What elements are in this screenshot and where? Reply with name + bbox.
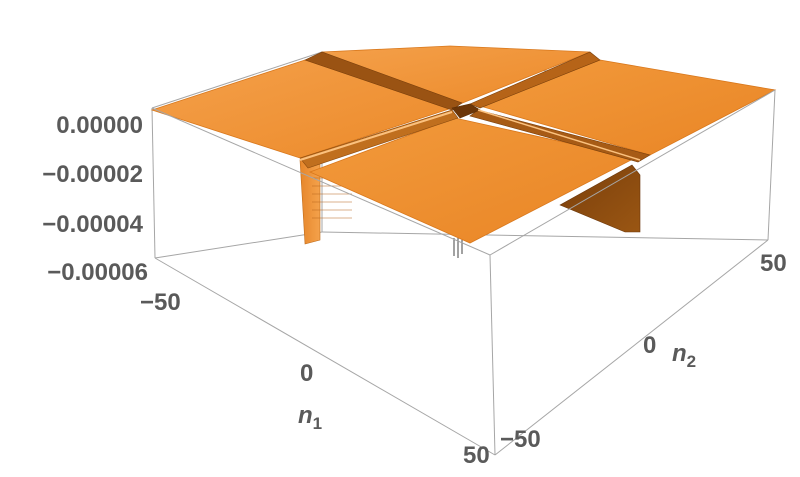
surface-mesh [150,45,777,258]
trough-n2-right [469,51,601,109]
x-tick-label: 50 [463,442,490,469]
y-tick-label: 0 [643,332,656,359]
z-tick-label: 0.00000 [56,112,143,139]
y-axis-label: n2 [672,340,696,371]
box-edge-left-vertical [151,107,156,259]
ridge-highlight-left [299,111,453,161]
box-edge-front-right-top [489,89,776,256]
ridge-highlight-right [477,109,641,161]
z-tick-label: −0.00002 [42,161,143,188]
y-tick-label: 50 [760,250,787,277]
z-axis: 0.00000 −0.00002 −0.00004 −0.00006 [42,112,148,286]
box-front-edges [151,89,776,456]
box-edge-bottom-front-left [154,257,496,456]
trough-n2-left [299,109,459,169]
z-tick-label: −0.00006 [47,259,148,286]
trough-wall-right [559,164,641,233]
box-edge-bottom-back-left [154,231,323,259]
x-tick-label: 0 [300,360,313,387]
x-axis: −50 0 50 n1 [140,289,490,469]
trough-n1-back [304,51,463,111]
z-tick-label: −0.00004 [42,211,143,238]
y-tick-label: −50 [500,426,541,453]
box-edge-back-left [151,51,323,109]
y-axis: −50 0 50 n2 [500,250,787,453]
x-axis-label: n1 [298,402,322,433]
box-edge-bottom-back-right [321,231,769,241]
box-edge-right-vertical [767,89,776,241]
box-edge-front-vertical [489,254,496,456]
box-edge-bottom-front-right [494,239,769,456]
box-edge-front-left-top [151,107,491,256]
x-tick-label: −50 [140,289,181,316]
